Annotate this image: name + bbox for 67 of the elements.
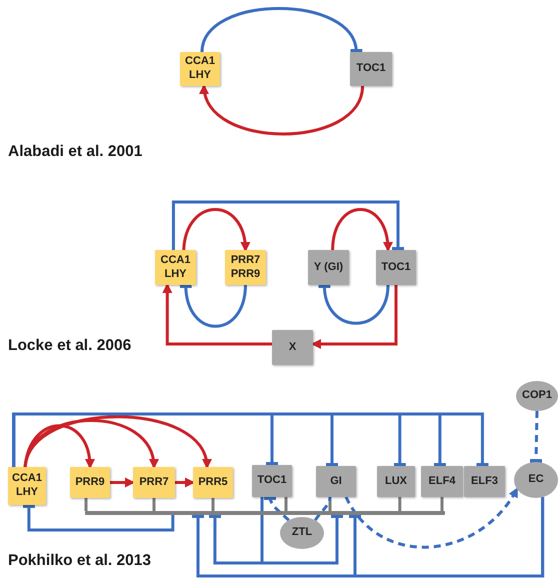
node-label: CCA1 LHY bbox=[184, 55, 216, 83]
node-label: PRR9 bbox=[75, 476, 105, 490]
gene-box bbox=[272, 330, 313, 365]
node-label: PRR5 bbox=[198, 476, 228, 490]
node-label: PRR7 bbox=[139, 476, 169, 490]
model-caption: Locke et al. 2006 bbox=[8, 337, 132, 355]
node-label: ELF3 bbox=[471, 474, 498, 488]
node-label: GI bbox=[330, 474, 342, 488]
ellipse-node bbox=[516, 381, 558, 411]
arrow bbox=[200, 84, 364, 136]
node-label: ZTL bbox=[292, 526, 312, 540]
gene-box bbox=[421, 466, 463, 497]
gene-box bbox=[376, 250, 416, 285]
gene-box bbox=[133, 467, 175, 498]
gene-box bbox=[193, 467, 233, 498]
gene-box bbox=[8, 467, 46, 505]
gene-box bbox=[316, 466, 356, 497]
gene-box bbox=[252, 465, 292, 497]
node-label: CCA1 LHY bbox=[160, 254, 192, 282]
inhibition-connector bbox=[349, 497, 544, 578]
node-label: LUX bbox=[385, 474, 407, 488]
node-label: PRR7 PRR9 bbox=[230, 254, 262, 282]
connector bbox=[152, 498, 156, 511]
node-label: TOC1 bbox=[381, 260, 411, 274]
gene-box bbox=[350, 52, 392, 86]
inhibition-connector bbox=[318, 283, 390, 325]
inhibition-connector bbox=[22, 504, 174, 532]
arrow bbox=[311, 285, 398, 349]
arrow bbox=[24, 419, 158, 469]
node-label: TOC1 bbox=[257, 474, 287, 488]
gene-box bbox=[70, 467, 110, 498]
arrow bbox=[331, 208, 392, 252]
arrow bbox=[182, 208, 250, 252]
connector bbox=[440, 497, 444, 511]
ellipse-node bbox=[280, 517, 324, 549]
connector bbox=[212, 498, 214, 511]
node-label: COP1 bbox=[522, 389, 552, 403]
ellipse-node bbox=[514, 462, 558, 498]
junction-bar bbox=[85, 511, 445, 515]
inhibition-connector bbox=[180, 283, 247, 328]
node-label: ELF4 bbox=[428, 474, 456, 488]
node-label: Y (GI) bbox=[314, 260, 344, 274]
inhibition-connector bbox=[530, 410, 542, 464]
node-label: TOC1 bbox=[356, 62, 386, 76]
arrow bbox=[110, 478, 135, 488]
arrow bbox=[24, 424, 94, 469]
inhibition-connector bbox=[260, 497, 343, 564]
connector bbox=[328, 497, 332, 511]
inhibition-connector bbox=[200, 7, 362, 54]
arrow bbox=[24, 415, 210, 469]
inhibition-connector bbox=[172, 200, 404, 251]
connector bbox=[284, 497, 288, 511]
arrow bbox=[344, 487, 518, 548]
model-caption: Pokhilko et al. 2013 bbox=[8, 552, 152, 570]
inhibition-connector bbox=[264, 495, 290, 522]
node-label: CCA1 LHY bbox=[11, 472, 43, 500]
connector bbox=[84, 498, 88, 511]
gene-box bbox=[464, 466, 505, 497]
connector bbox=[398, 497, 402, 511]
connector bbox=[314, 496, 332, 522]
gene-box bbox=[308, 250, 349, 285]
node-label: EC bbox=[528, 473, 544, 487]
model-caption: Alabadi et al. 2001 bbox=[8, 143, 142, 161]
arrow bbox=[175, 478, 195, 488]
gene-box bbox=[377, 466, 415, 497]
node-label: X bbox=[288, 340, 296, 354]
arrow bbox=[162, 283, 272, 346]
